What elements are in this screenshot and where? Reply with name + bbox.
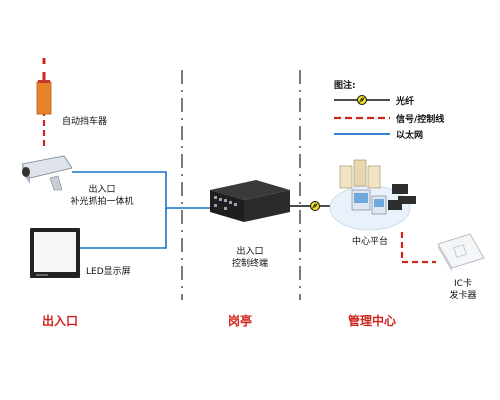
controller-label-line1: 出入口 bbox=[236, 247, 264, 257]
led-display-icon bbox=[30, 228, 80, 278]
zone-booth: 岗亭 bbox=[227, 314, 253, 328]
legend-lines bbox=[334, 95, 390, 135]
ethernet-lines bbox=[72, 171, 210, 249]
legend-item-signal: 信号/控制线 bbox=[396, 115, 445, 125]
camera-label-line2: 补光抓拍一体机 bbox=[70, 197, 134, 207]
ethernet-display-link bbox=[76, 208, 167, 249]
legend-item-ethernet: 以太网 bbox=[396, 131, 424, 141]
camera-label-line1: 出入口 bbox=[88, 185, 116, 195]
server-icon bbox=[329, 159, 416, 231]
controller-label-line2: 控制终端 bbox=[231, 259, 269, 269]
platform-label: 中心平台 bbox=[351, 237, 389, 247]
camera-icon bbox=[21, 155, 73, 191]
card-reader-icon bbox=[437, 233, 485, 272]
barrier-label: 自动挡车器 bbox=[62, 117, 108, 127]
signal-lines bbox=[42, 110, 436, 264]
legend-item-fiber: 光纤 bbox=[396, 97, 415, 107]
zone-entrance: 出入口 bbox=[41, 314, 79, 328]
ethernet-camera-link bbox=[72, 171, 210, 209]
barrier-gate-icon bbox=[36, 58, 52, 115]
signal-card-reader-line bbox=[400, 232, 436, 264]
card-reader-label-line1: IC卡 bbox=[454, 279, 472, 289]
card-reader-label-line2: 发卡器 bbox=[449, 291, 477, 301]
zone-management-center: 管理中心 bbox=[347, 314, 397, 328]
controller-icon bbox=[210, 180, 290, 222]
legend-title: 图注: bbox=[334, 81, 356, 91]
fiber-node-icon bbox=[310, 201, 320, 211]
display-label: LED显示屏 bbox=[86, 267, 131, 277]
